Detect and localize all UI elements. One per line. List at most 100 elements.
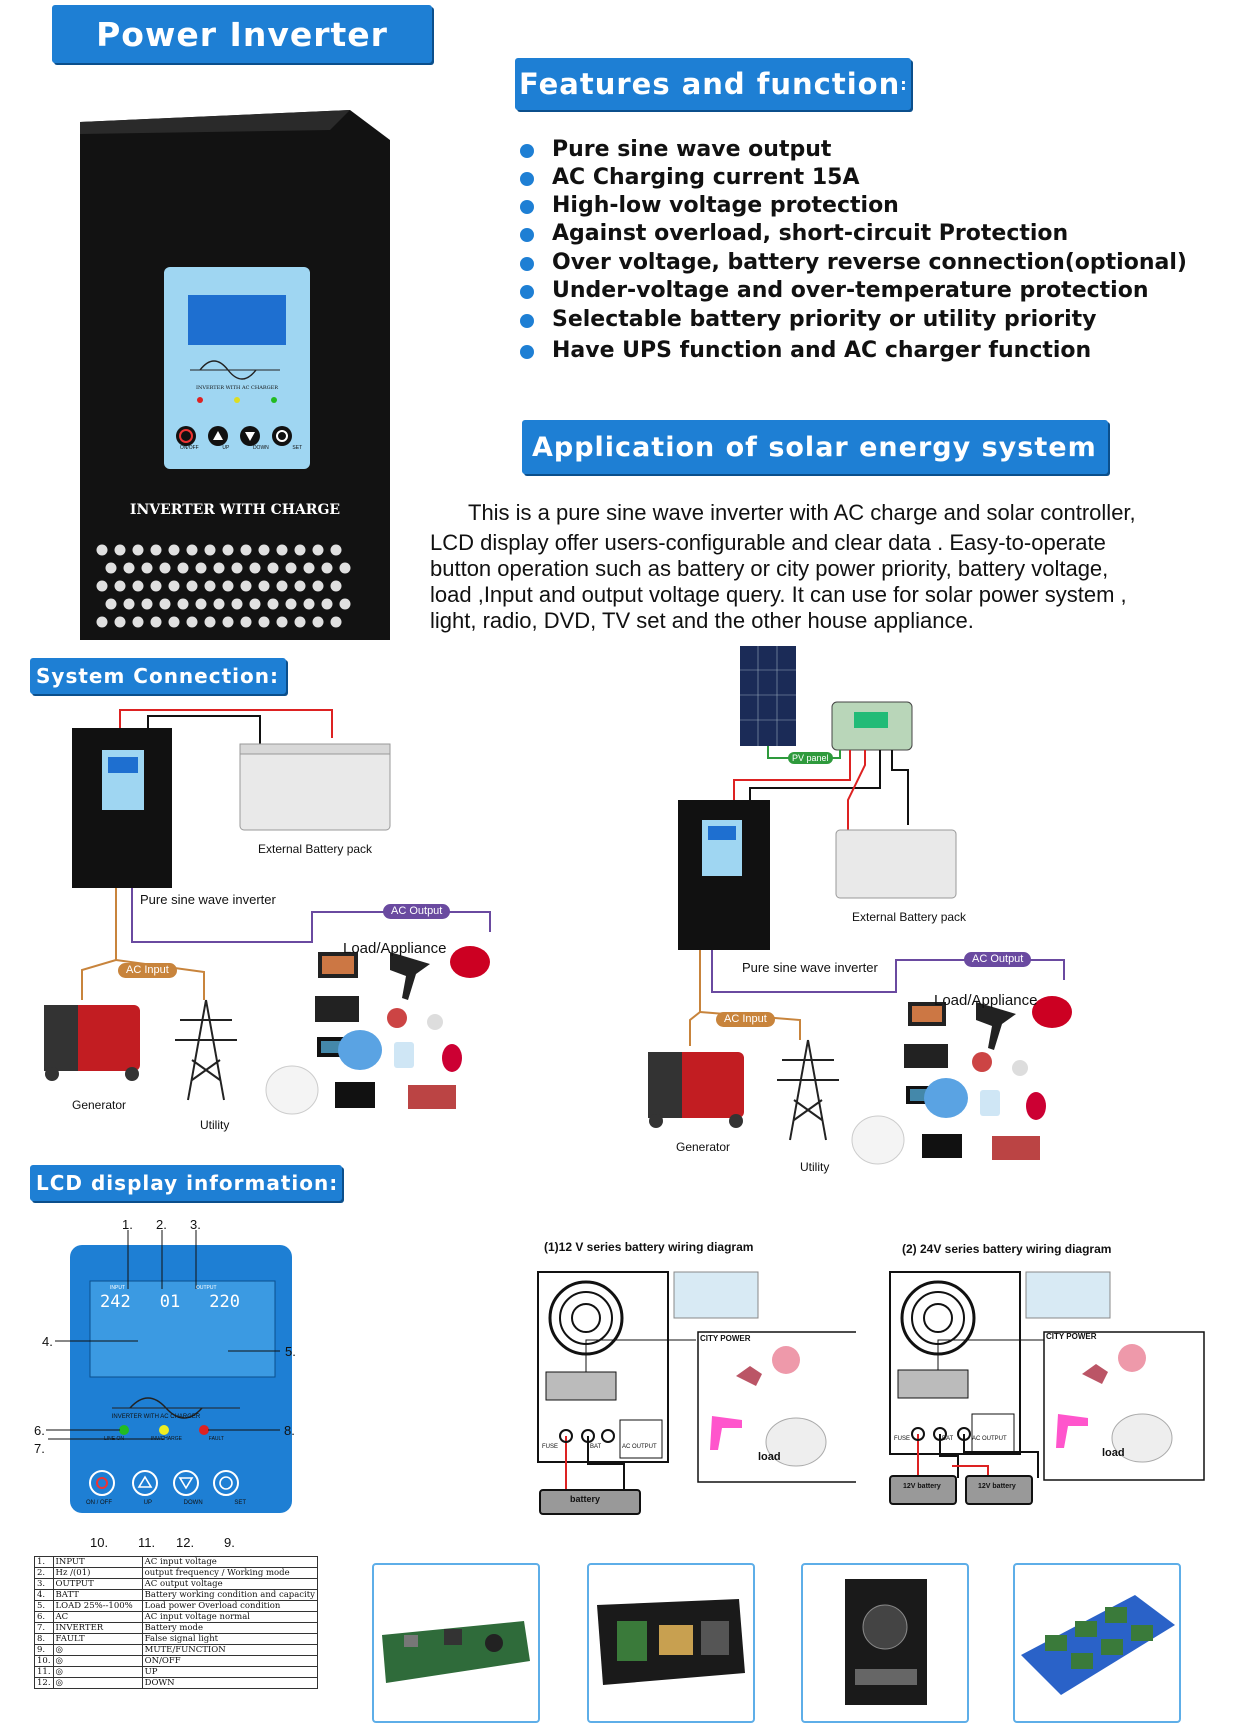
page-title-banner: Power Inverter (52, 5, 432, 63)
wiring-12v-ac-output: AC OUTPUT (622, 1444, 657, 1450)
vent-dot (231, 598, 243, 610)
vent-dot (222, 580, 234, 592)
thumbnail-inverter-back (801, 1563, 969, 1723)
lcd-callout-2: 2. (156, 1217, 167, 1232)
row-item: ◎ (52, 1655, 143, 1667)
row-item: ◎ (52, 1666, 143, 1678)
right-inverter-label: Pure sine wave inverter (742, 960, 878, 975)
vent-dot (96, 616, 108, 628)
row-description: AC input voltage (141, 1556, 319, 1568)
vent-dot (114, 544, 126, 556)
lcd-callout-4: 4. (42, 1334, 53, 1349)
vent-dot (321, 598, 333, 610)
lcd-callout-10: 10. (90, 1535, 109, 1550)
vent-dot (204, 580, 216, 592)
row-number: 12. (34, 1677, 54, 1689)
right-battery-label: External Battery pack (852, 910, 967, 924)
wiring-12v-city-power: CITY POWER (700, 1334, 751, 1343)
feature-item: Have UPS function and AC charger functio… (520, 337, 1187, 365)
table-row: 2.Hz /(01)output frequency / Working mod… (34, 1567, 319, 1579)
vent-dot (204, 544, 216, 556)
left-battery-label: External Battery pack (258, 842, 373, 856)
product-label: INVERTER WITH CHARGE (129, 502, 341, 518)
lcd-button-labels: ON / OFF UP DOWN SET (86, 1500, 246, 1506)
wiring-24v-bat: BAT (942, 1436, 954, 1442)
vent-dot (132, 544, 144, 556)
vent-dot (123, 562, 135, 574)
lcd-hz-value: 01 (159, 1292, 181, 1312)
vent-dot (294, 580, 306, 592)
row-number: 7. (34, 1622, 54, 1634)
lcd-btn-onoff: ON / OFF (86, 1500, 112, 1506)
lcd-readout: 242 01 220 (100, 1292, 240, 1312)
row-number: 2. (34, 1567, 54, 1579)
vent-dot (186, 616, 198, 628)
vent-dot (141, 598, 153, 610)
vent-dot (294, 616, 306, 628)
vent-dot (285, 562, 297, 574)
lcd-callout-11: 11. (138, 1535, 156, 1550)
feature-item: Against overload, short-circuit Protecti… (520, 220, 1187, 248)
lcd-callout-7: 7. (34, 1441, 45, 1456)
left-load-label: Load/Appliance (343, 940, 447, 957)
wiring-24v-city-power: CITY POWER (1046, 1332, 1097, 1341)
lcd-callout-3: 3. (190, 1217, 201, 1232)
thumbnail-production-line (1013, 1563, 1181, 1723)
left-ac-output-pill: AC Output (383, 904, 451, 919)
row-number: 1. (34, 1556, 54, 1568)
vent-dot (168, 580, 180, 592)
vent-dot (141, 562, 153, 574)
vent-dot (105, 598, 117, 610)
vent-dot (213, 562, 225, 574)
vent-dot (339, 598, 351, 610)
row-number: 3. (34, 1578, 54, 1590)
product-btn-down: DOWN (252, 445, 269, 451)
vent-dot (150, 616, 162, 628)
vent-dot (276, 616, 288, 628)
row-description: AC output voltage (141, 1578, 319, 1590)
row-item: INPUT (52, 1556, 143, 1568)
wiring-title-24v: (2) 24V series battery wiring diagram (902, 1242, 1112, 1256)
vent-dot (240, 544, 252, 556)
table-row: 9.◎MUTE/FUNCTION (34, 1644, 319, 1656)
row-description: MUTE/FUNCTION (141, 1644, 319, 1656)
table-row: 5.LOAD 25%--100%Load power Overload cond… (34, 1600, 319, 1612)
right-pv-pill: PV panel (788, 752, 833, 764)
features-list: Pure sine wave output AC Charging curren… (520, 136, 1187, 365)
vent-dot (258, 616, 270, 628)
system-banner: System Connection: (30, 658, 286, 694)
row-description: output frequency / Working mode (141, 1567, 319, 1579)
lcd-screen-input-label: INPUT (110, 1285, 125, 1291)
product-buttons: ON/OFF UP DOWN SET (168, 445, 314, 451)
lcd-input-value: 242 (100, 1292, 131, 1312)
right-utility-label: Utility (800, 1160, 830, 1174)
row-description: ON/OFF (141, 1655, 319, 1667)
lcd-output-value: 220 (209, 1292, 240, 1312)
lcd-btn-up: UP (143, 1500, 152, 1506)
wiring-title-12v: (1)12 V series battery wiring diagram (544, 1240, 754, 1254)
application-line: LCD display offer users-configurable and… (430, 530, 1106, 555)
lcd-screen-output-label: OUTPUT (196, 1285, 217, 1291)
product-panel-label: INVERTER WITH AC CHARGER (195, 385, 279, 391)
vent-dot (231, 562, 243, 574)
application-line: This is a pure sine wave inverter with A… (468, 500, 1136, 525)
row-description: UP (141, 1666, 319, 1678)
system-diagram-right (648, 646, 1072, 1165)
row-description: AC input voltage normal (141, 1611, 319, 1623)
vent-dot (213, 598, 225, 610)
lcd-callout-6: 6. (34, 1423, 45, 1438)
feature-item: AC Charging current 15A (520, 164, 1187, 192)
feature-item: High-low voltage protection (520, 192, 1187, 220)
vent-dot (159, 562, 171, 574)
application-paragraph: This is a pure sine wave inverter with A… (430, 500, 1220, 634)
row-item: INVERTER (52, 1622, 143, 1634)
feature-item: Pure sine wave output (520, 136, 1187, 164)
row-description: Load power Overload condition (141, 1600, 319, 1612)
vent-dot (240, 616, 252, 628)
application-line: load ,Input and output voltage query. It… (430, 582, 1127, 607)
right-generator-label: Generator (676, 1140, 731, 1154)
vent-dot (249, 598, 261, 610)
